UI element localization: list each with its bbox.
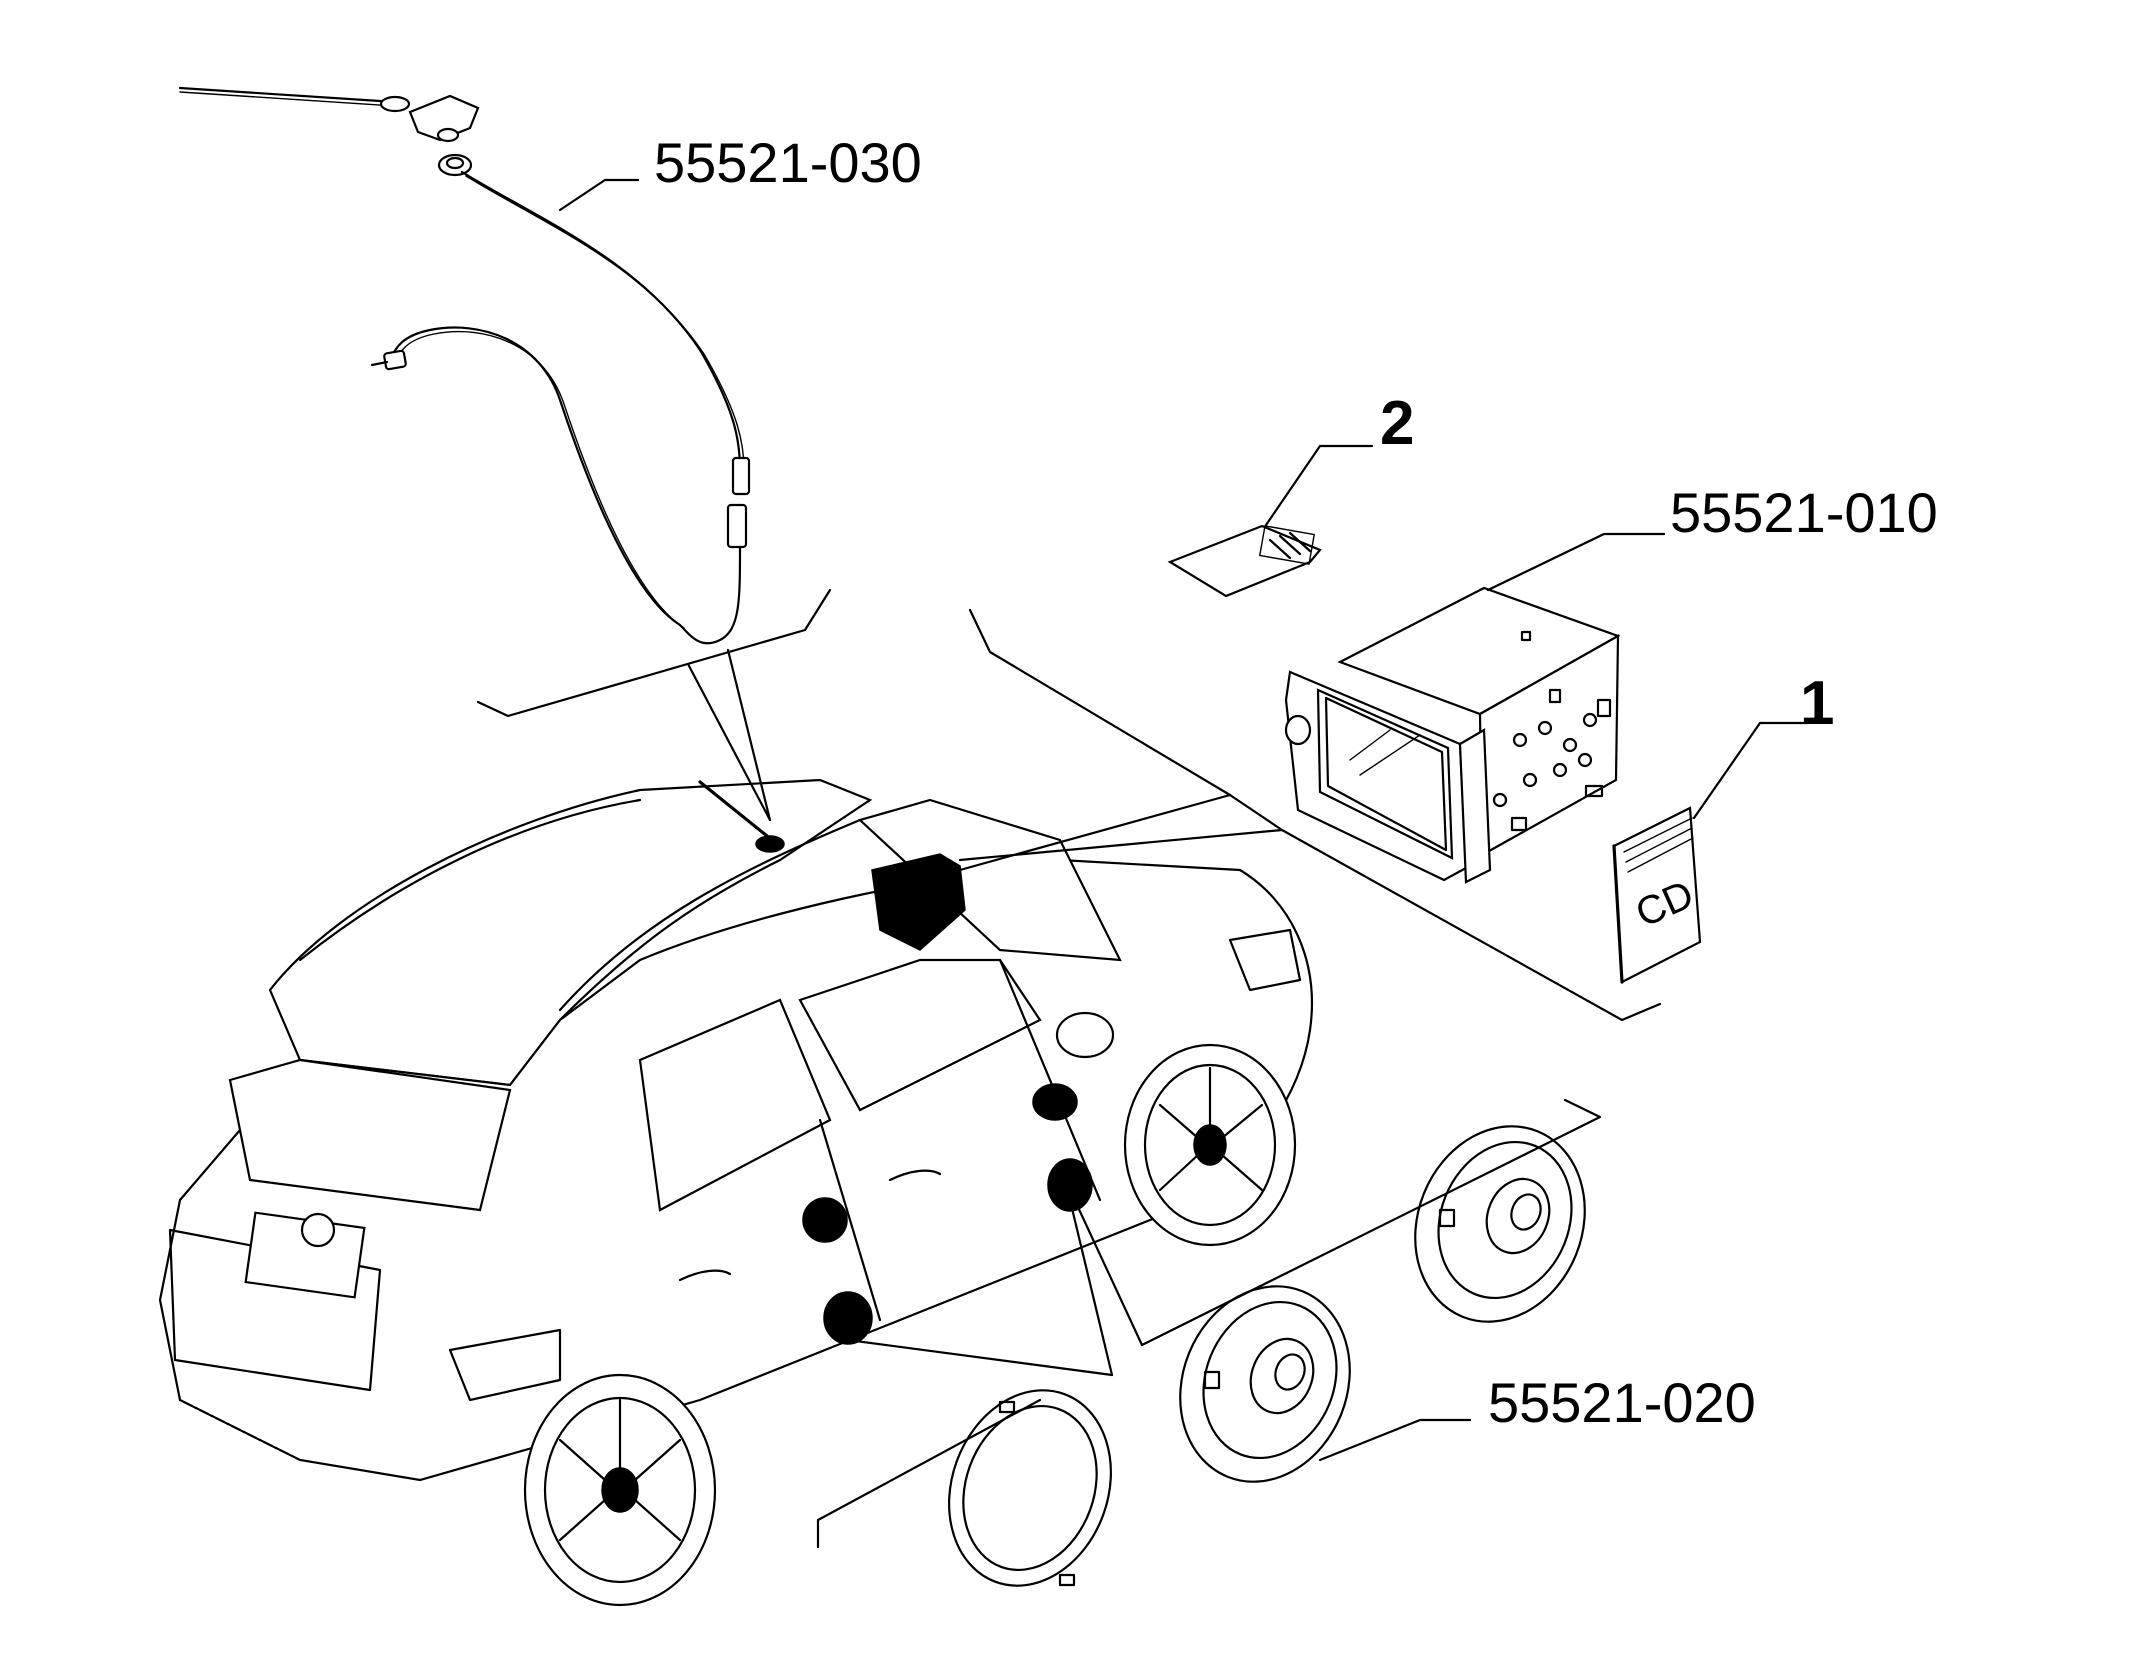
speaker-location-rear-upper [802, 1197, 848, 1243]
radio-location-marker [871, 853, 966, 951]
speaker-ring [948, 1389, 1112, 1587]
speaker-location-rear-lower [823, 1291, 873, 1345]
speaker-front [1179, 1285, 1351, 1483]
speaker-location-front-lower [1047, 1158, 1093, 1212]
callout-antenna: 55521-030 [654, 131, 922, 194]
rear-wheel [523, 1373, 717, 1607]
sd-card [1167, 524, 1322, 598]
sd-card-contacts [1259, 525, 1315, 565]
speaker-rear [1414, 1125, 1586, 1323]
callout-speakers: 55521-020 [1488, 1371, 1756, 1434]
cd-manual: CD [1612, 806, 1702, 984]
leader-lines [476, 178, 1810, 1549]
speaker-location-front-upper [1032, 1083, 1078, 1121]
callout-radio-unit: 55521-010 [1670, 481, 1938, 544]
callout-sd-card: 2 [1380, 389, 1414, 458]
radio-unit [1284, 586, 1621, 884]
car-illustration [158, 778, 1314, 1607]
callout-manual: 1 [1800, 669, 1834, 738]
callout-labels: 55521-030 2 55521-010 1 55521-020 [654, 131, 1938, 1434]
antenna-assembly [178, 86, 751, 645]
front-wheel [1123, 1043, 1297, 1247]
speaker-assemblies [948, 1125, 1586, 1587]
